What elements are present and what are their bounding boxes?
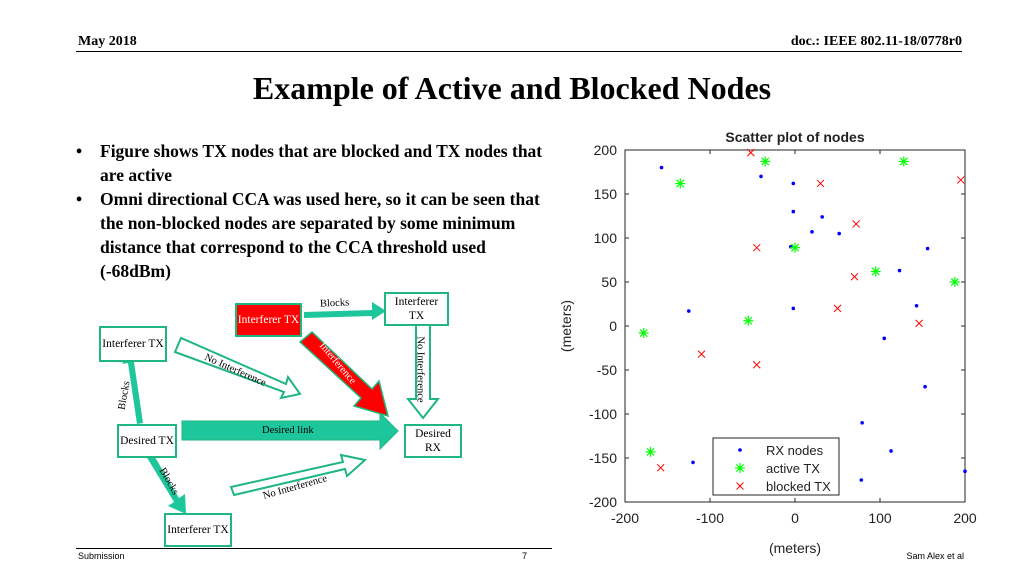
interferer-tx-left-box: Interferer TX	[99, 326, 167, 362]
rx-node-point	[859, 478, 864, 482]
header-divider	[76, 51, 962, 52]
data-points	[638, 148, 967, 482]
blocks-arrow-left	[122, 348, 143, 424]
footer-authors: Sam Alex et al	[906, 551, 964, 561]
y-tick-label: 150	[594, 186, 618, 202]
x-tick-label: 0	[791, 510, 799, 526]
rx-node-point	[791, 181, 796, 186]
interference-arrow	[298, 330, 390, 418]
y-tick-label: -50	[597, 362, 617, 378]
x-tick-label: 100	[868, 510, 892, 526]
interference-diagram	[122, 302, 441, 514]
blocked-tx-point	[915, 319, 923, 328]
interferer-tx-bottom-box: Interferer TX	[164, 513, 232, 547]
rx-node-point	[810, 230, 814, 234]
y-tick-label: 0	[609, 318, 617, 334]
rx-node-point	[963, 469, 967, 474]
legend-marker-rx-node	[738, 448, 742, 452]
rx-node-point	[659, 165, 664, 170]
y-axis-label: (meters)	[558, 300, 574, 352]
rx-node-point	[686, 309, 691, 313]
rx-node-point	[691, 460, 695, 465]
footer-divider	[76, 548, 552, 549]
y-tick-label: 50	[601, 274, 617, 290]
y-tick-label: -100	[589, 406, 617, 422]
slide-title: Example of Active and Blocked Nodes	[252, 70, 772, 106]
legend-label: RX nodes	[766, 443, 824, 458]
chart-title: Scatter plot of nodes	[725, 129, 864, 145]
rx-node-point	[820, 215, 824, 219]
active-tx-point	[790, 242, 800, 253]
blocked-tx-point	[656, 463, 665, 472]
bullet-item: •Omni directional CCA was used here, so …	[76, 189, 540, 281]
active-tx-point	[638, 328, 649, 339]
x-tick-label: -100	[696, 510, 724, 526]
desired-link-label: Desired link	[262, 425, 314, 436]
no-interference-arrow-1	[173, 336, 302, 400]
active-tx-point	[645, 446, 656, 457]
blocked-tx-point	[752, 360, 761, 369]
legend-marker-blocked-tx	[736, 482, 744, 490]
rx-node-point	[925, 246, 930, 251]
blocks-arrow-top	[304, 302, 386, 320]
rx-node-point	[860, 421, 864, 425]
bullet-item: •Figure shows TX nodes that are blocked …	[76, 141, 543, 185]
blocked-tx-point	[956, 176, 965, 184]
active-tx-point	[743, 315, 754, 326]
legend-label: active TX	[766, 461, 820, 476]
rx-node-point	[914, 303, 919, 308]
desired-tx-box: Desired TX	[117, 424, 177, 458]
active-tx-point	[870, 266, 881, 277]
x-tick-label: 200	[953, 510, 977, 526]
interferer-tx-active-box: Interferer TX	[235, 303, 302, 337]
x-axis-label: (meters)	[769, 540, 821, 556]
y-axis: 200 150 100 50 0 -50 -100 -150 -200	[589, 142, 965, 510]
rx-node-point	[759, 174, 763, 179]
blocked-tx-point	[752, 243, 761, 252]
y-tick-label: 200	[594, 142, 618, 158]
y-tick-label: -150	[589, 450, 617, 466]
blocked-tx-point	[816, 179, 825, 188]
legend-marker-active-tx	[735, 463, 745, 473]
page-number: 7	[522, 551, 528, 561]
desired-link-arrow	[181, 411, 399, 451]
no-interference-arrow-2	[405, 323, 441, 420]
bullet-text: Figure shows TX nodes that are blocked a…	[100, 141, 543, 185]
bullet-list: •Figure shows TX nodes that are blocked …	[74, 139, 544, 283]
active-tx-point	[898, 156, 909, 167]
rx-node-point	[889, 449, 893, 453]
blocked-tx-point	[697, 350, 706, 359]
footer-submission: Submission	[78, 551, 125, 561]
no-interference-arrow-3	[229, 453, 368, 497]
rx-node-point	[837, 231, 841, 236]
blocked-tx-point	[833, 304, 842, 313]
y-tick-label: 100	[594, 230, 618, 246]
y-tick-label: -200	[589, 494, 617, 510]
blocked-tx-point	[852, 220, 861, 228]
chart-legend: RX nodes active TX blocked TX	[712, 437, 840, 496]
x-axis: -200 -100 0 100 200	[611, 150, 977, 526]
rx-node-point	[791, 306, 796, 311]
legend-box	[712, 437, 840, 496]
active-tx-point	[675, 178, 686, 189]
rx-node-point	[791, 209, 796, 214]
x-tick-label: -200	[611, 510, 639, 526]
interferer-tx-top-box: Interferer TX	[384, 292, 449, 326]
blocked-tx-point	[746, 148, 755, 157]
legend-label: blocked TX	[766, 479, 831, 494]
bullet-text: Omni directional CCA was used here, so i…	[100, 189, 540, 281]
desired-rx-box: Desired RX	[404, 424, 462, 458]
rx-node-point	[882, 336, 887, 341]
rx-node-point	[897, 268, 902, 273]
blocks-arrow-bottom	[146, 452, 186, 514]
blocked-tx-point	[850, 272, 859, 281]
header-doc-id: doc.: IEEE 802.11-18/0778r0	[790, 34, 962, 49]
rx-node-point	[923, 384, 927, 389]
active-tx-point	[949, 277, 960, 287]
active-tx-point	[760, 156, 771, 167]
header-date: May 2018	[78, 34, 137, 49]
